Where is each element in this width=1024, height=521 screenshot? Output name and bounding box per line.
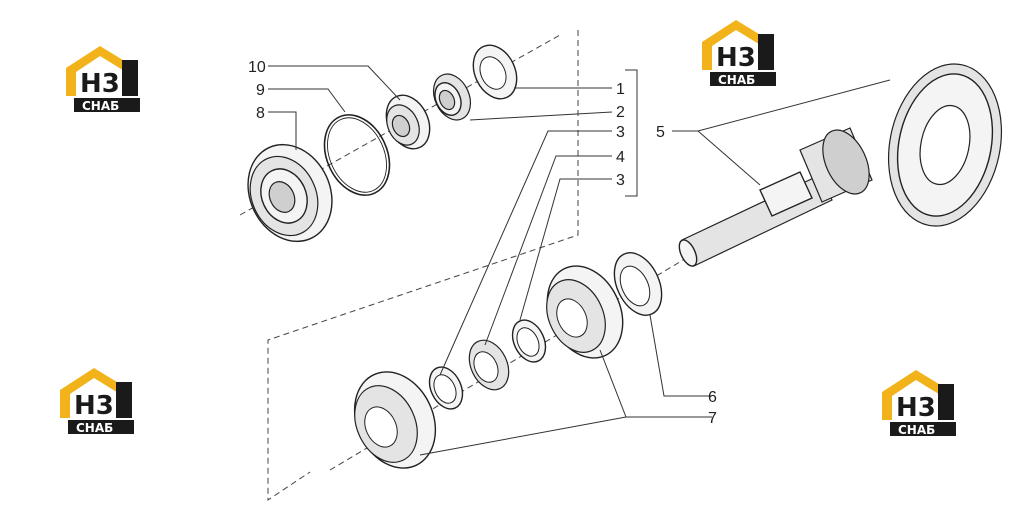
leader-7b (419, 416, 627, 456)
callout-10: 10 (248, 59, 266, 76)
callout-3b: 3 (616, 172, 625, 189)
callout-8: 8 (256, 105, 265, 122)
part-10-seal (385, 94, 431, 150)
part-5-pinion-shaft (678, 127, 873, 267)
leader-3b (519, 178, 612, 321)
leader-5b (697, 130, 761, 186)
brand-logo-bottom-right: H3 СНАБ (882, 370, 956, 437)
leader-9 (268, 88, 346, 113)
part-7-lower-bearing (353, 371, 437, 469)
callout-1: 1 (616, 81, 625, 98)
logo-bottom-text: СНАБ (718, 73, 755, 87)
bracket (625, 69, 638, 197)
brand-logo-bottom-left: H3 СНАБ (60, 368, 134, 435)
leader-5 (672, 79, 891, 132)
part-3-upper-shim (511, 319, 547, 363)
part-2-slotted-nut (432, 73, 472, 121)
logo-top-text: H3 (80, 69, 120, 99)
part-9-o-ring (323, 114, 391, 196)
brand-logo-top-center: H3 СНАБ (702, 20, 776, 87)
callout-9: 9 (256, 82, 265, 99)
logo-top-text: H3 (74, 391, 114, 421)
callout-7: 7 (708, 410, 717, 427)
callout-5: 5 (656, 124, 665, 141)
part-8-housing (247, 143, 333, 243)
part-6-thrust-washer (613, 252, 663, 316)
leader-7 (599, 349, 712, 418)
part-5-ring-gear (887, 63, 1003, 227)
part-1-washer (472, 44, 518, 100)
callout-3a: 3 (616, 124, 625, 141)
logo-bottom-text: СНАБ (898, 423, 935, 437)
logo-top-text: H3 (716, 43, 756, 73)
leader-2 (469, 111, 613, 121)
callout-2: 2 (616, 104, 625, 121)
guide-box-outline (267, 30, 579, 501)
logo-top-text: H3 (896, 393, 936, 423)
callout-4: 4 (616, 149, 625, 166)
callout-6: 6 (708, 389, 717, 406)
leader-4 (484, 155, 612, 346)
leader-8 (268, 111, 297, 150)
part-4-spacer (468, 339, 510, 391)
part-7-upper-bearing (546, 265, 624, 359)
logo-bottom-text: СНАБ (76, 421, 113, 435)
leader-3a (439, 130, 612, 376)
leader-lines (268, 65, 891, 456)
leader-10 (268, 65, 401, 101)
part-3-lower-shim (428, 366, 464, 410)
leader-6 (649, 314, 712, 397)
logo-bottom-text: СНАБ (82, 99, 119, 113)
brand-logo-top-left: H3 СНАБ (66, 46, 140, 113)
